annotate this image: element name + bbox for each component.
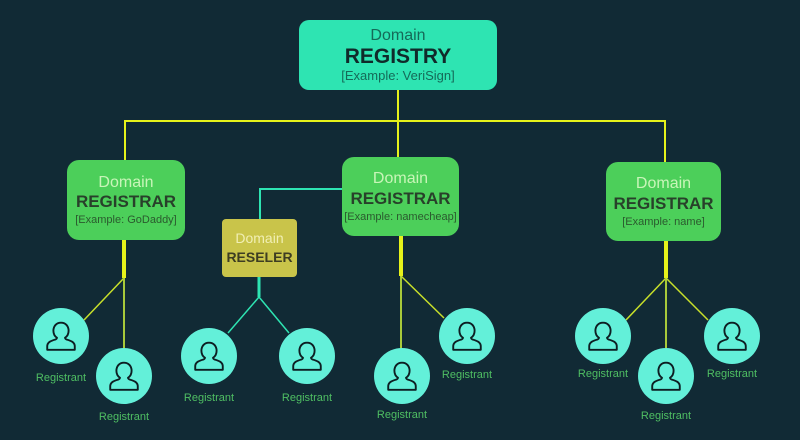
registrant-label: Registrant <box>98 411 150 423</box>
connector-reseller-b <box>258 296 290 334</box>
registrant-label: Registrant <box>281 392 333 404</box>
registrar-example: [Example: GoDaddy] <box>75 214 177 227</box>
registrant-node <box>575 308 631 364</box>
registrant-label: Registrant <box>706 368 758 380</box>
registrar-example: [Example: namecheap] <box>344 210 457 223</box>
registrant-node <box>33 308 89 364</box>
reseller-line1: Domain <box>235 230 284 247</box>
reseller-title: RESELER <box>226 248 293 265</box>
registrant-node <box>279 328 335 384</box>
registrar-node-1: Domain REGISTRAR [Example: GoDaddy] <box>67 160 185 240</box>
registrar-node-3: Domain REGISTRAR [Example: name] <box>606 162 721 241</box>
reseller-node: Domain RESELER <box>222 219 297 277</box>
registrant-node <box>704 308 760 364</box>
person-icon <box>288 337 326 375</box>
registrant-label: Registrant <box>577 368 629 380</box>
registrant-label: Registrant <box>441 369 493 381</box>
connector-registrar-2-b <box>400 275 445 319</box>
registrar-title: REGISTRAR <box>613 193 714 213</box>
registrar-line1: Domain <box>98 173 154 191</box>
registrar-example: [Example: name] <box>622 215 705 228</box>
connector-registrar-3-a <box>625 277 667 321</box>
registrant-node <box>96 348 152 404</box>
connector-registrar-1-a <box>83 277 125 321</box>
registry-example: [Example: VeriSign] <box>341 68 455 84</box>
registrar-line1: Domain <box>635 175 692 193</box>
registrant-label: Registrant <box>183 392 235 404</box>
person-icon <box>190 337 228 375</box>
registrant-label: Registrant <box>640 410 692 422</box>
connector-reseller-a <box>227 296 260 334</box>
person-icon <box>584 317 622 355</box>
registrant-label: Registrant <box>35 372 87 384</box>
registrar-line1: Domain <box>372 170 429 188</box>
person-icon <box>647 357 685 395</box>
registrant-node <box>638 348 694 404</box>
registrant-label: Registrant <box>376 409 428 421</box>
person-icon <box>448 317 486 355</box>
connector-to-reseller <box>259 188 342 219</box>
registrar-node-2: Domain REGISTRAR [Example: namecheap] <box>342 157 459 236</box>
registrant-node <box>374 348 430 404</box>
registrant-node <box>439 308 495 364</box>
person-icon <box>383 357 421 395</box>
registry-title: REGISTRY <box>344 45 452 69</box>
registrar-title: REGISTRAR <box>75 192 177 212</box>
registrar-title: REGISTRAR <box>350 188 451 208</box>
registry-line1: Domain <box>370 26 426 44</box>
registrant-node <box>181 328 237 384</box>
person-icon <box>105 357 143 395</box>
connector-registrar-3-c <box>665 277 709 321</box>
registry-node: Domain REGISTRY [Example: VeriSign] <box>299 20 497 90</box>
person-icon <box>42 317 80 355</box>
person-icon <box>713 317 751 355</box>
